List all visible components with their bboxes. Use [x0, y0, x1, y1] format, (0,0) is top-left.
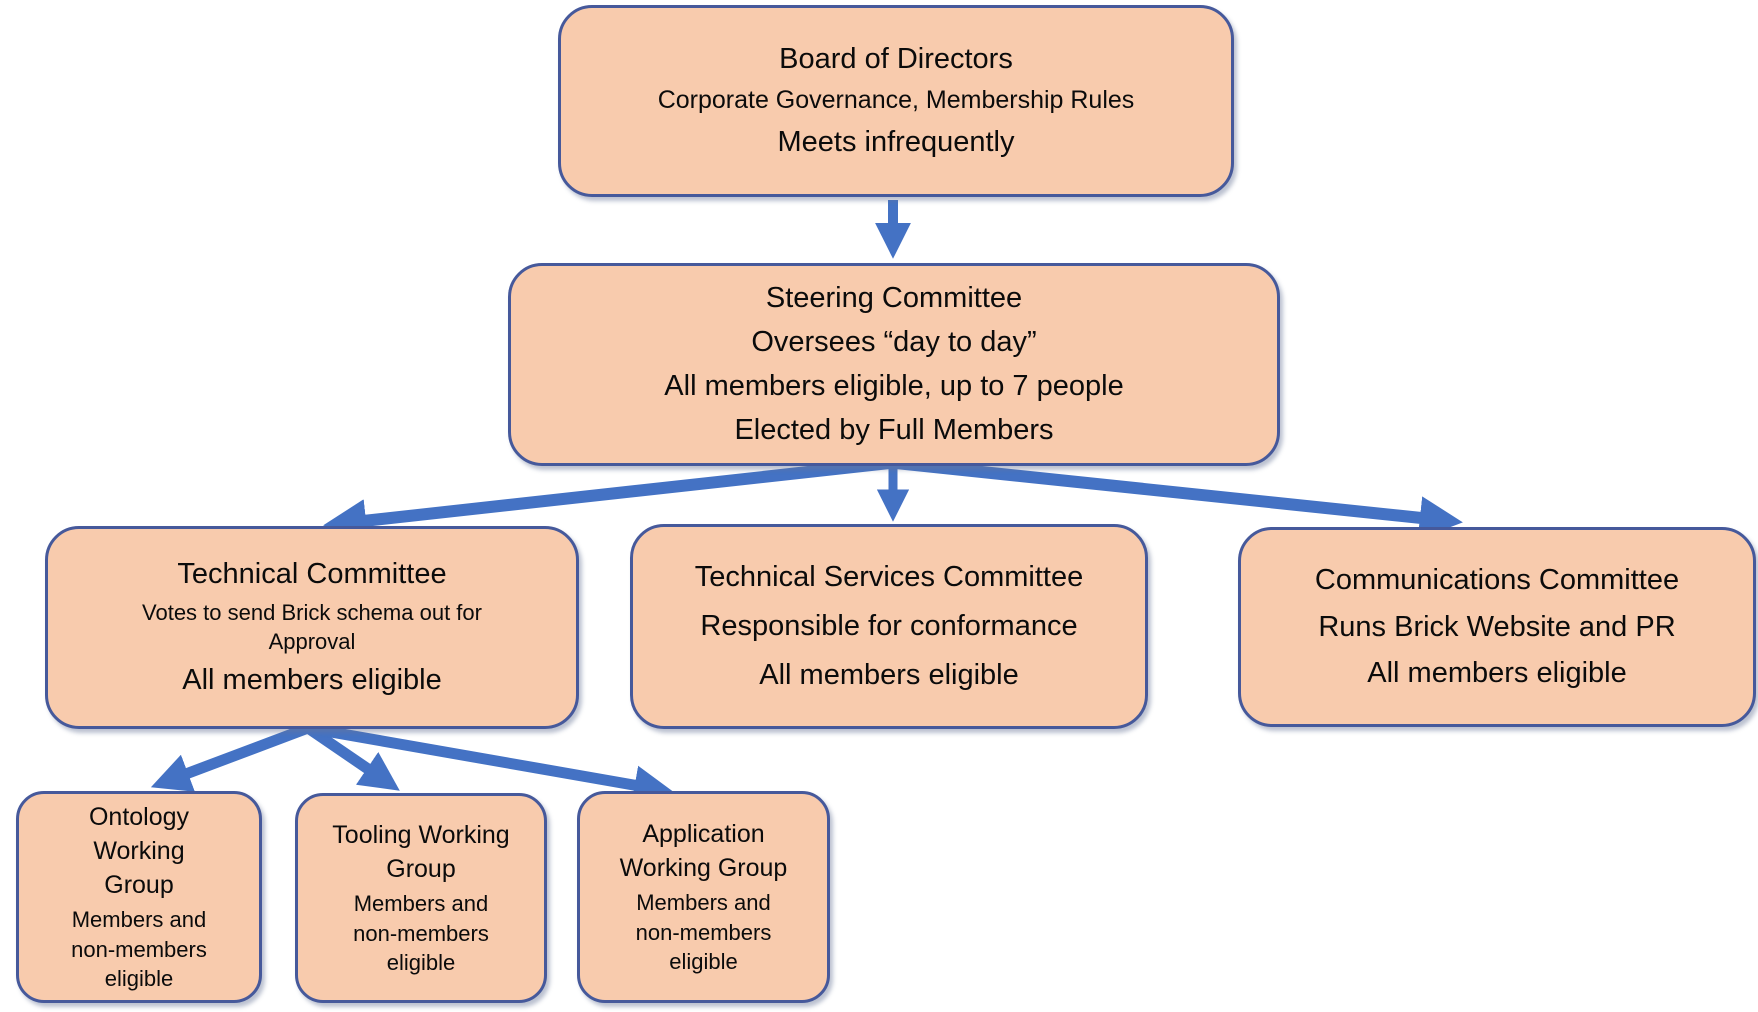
node-ontology-working-group: Ontology Working Group Members and non-m…	[16, 791, 262, 1003]
node-board-of-directors: Board of Directors Corporate Governance,…	[558, 5, 1234, 197]
node-detail: All members eligible	[182, 664, 442, 697]
node-detail: Members and non-members eligible	[635, 889, 772, 975]
node-application-working-group: Application Working Group Members and no…	[577, 791, 830, 1003]
node-detail: Elected by Full Members	[734, 413, 1054, 446]
node-detail: All members eligible, up to 7 people	[664, 370, 1124, 402]
node-detail: Meets infrequently	[777, 125, 1015, 158]
node-detail: Members and non-members eligible	[71, 906, 207, 992]
node-title: Technical Committee	[177, 558, 447, 591]
node-detail: Oversees “day to day”	[751, 326, 1037, 359]
node-title: Application Working Group	[619, 819, 788, 882]
node-title: Board of Directors	[779, 43, 1013, 76]
node-detail: All members eligible	[759, 658, 1019, 691]
node-detail: Members and non-members eligible	[353, 890, 489, 976]
node-tooling-working-group: Tooling Working Group Members and non-me…	[295, 793, 547, 1003]
node-title: Technical Services Committee	[694, 561, 1084, 594]
node-detail: All members eligible	[1367, 657, 1627, 690]
node-detail: Runs Brick Website and PR	[1318, 610, 1676, 643]
node-title: Tooling Working Group	[332, 820, 510, 883]
node-title: Steering Committee	[765, 282, 1023, 315]
node-detail: Votes to send Brick schema out for Appro…	[142, 599, 482, 654]
node-title: Communications Committee	[1314, 563, 1680, 596]
edge-technical-to-tooling-wg	[304, 723, 400, 791]
node-title: Ontology Working Group	[88, 802, 190, 899]
edge-steering-to-communications	[895, 457, 1463, 540]
edge-technical-to-ontology-wg	[150, 722, 310, 792]
node-technical-committee: Technical Committee Votes to send Brick …	[45, 526, 579, 729]
edge-steering-to-technical	[323, 457, 891, 543]
node-detail: Responsible for conformance	[700, 610, 1078, 643]
node-technical-services-committee: Technical Services Committee Responsible…	[630, 524, 1148, 729]
node-communications-committee: Communications Committee Runs Brick Webs…	[1238, 527, 1756, 727]
node-steering-committee: Steering Committee Oversees “day to day”…	[508, 263, 1280, 466]
node-detail: Corporate Governance, Membership Rules	[657, 86, 1135, 115]
edge-technical-to-application-wg	[307, 722, 674, 805]
